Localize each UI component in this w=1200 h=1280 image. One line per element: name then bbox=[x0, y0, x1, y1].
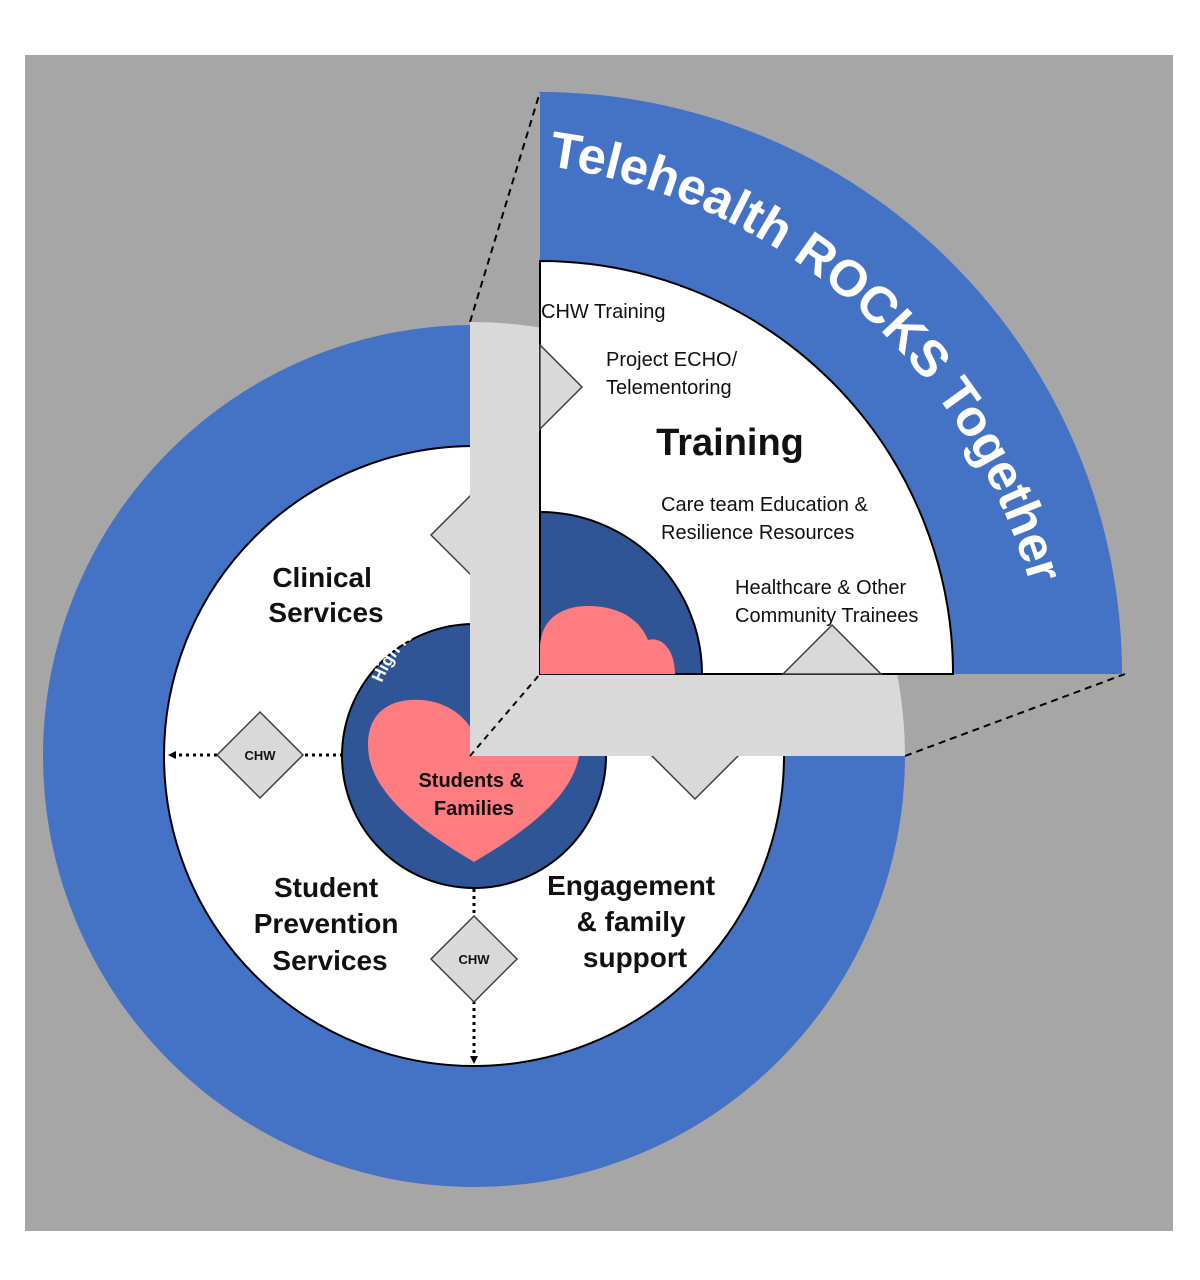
heart-label: Students & Families bbox=[418, 770, 529, 820]
zoomed-diamond-right bbox=[781, 623, 883, 675]
training-heading: Training bbox=[656, 422, 804, 464]
zoomed-diamond-top bbox=[539, 343, 584, 431]
community-trainees-item: Healthcare & Other Community Trainees bbox=[735, 577, 918, 627]
chw-diamond-left: CHW bbox=[215, 710, 305, 800]
corner-dashed-line bbox=[469, 673, 541, 757]
chw-diamond-bottom: CHW bbox=[429, 914, 519, 1004]
care-team-item: Care team Education & Resilience Resourc… bbox=[661, 494, 873, 544]
clinical-services-label: Clinical Services bbox=[268, 562, 383, 628]
pullout-line-top bbox=[469, 91, 541, 323]
chw-label: CHW bbox=[244, 748, 276, 763]
zoomed-heart bbox=[540, 606, 675, 674]
chw-training-item: CHW Training bbox=[541, 301, 665, 323]
pullout-line-right bbox=[904, 673, 1126, 757]
student-prevention-label: Student Prevention Services bbox=[254, 872, 406, 976]
chw-label: CHW bbox=[458, 952, 490, 967]
engagement-label: Engagement & family support bbox=[547, 870, 723, 973]
project-echo-item: Project ECHO/ Telementoring bbox=[606, 349, 743, 399]
